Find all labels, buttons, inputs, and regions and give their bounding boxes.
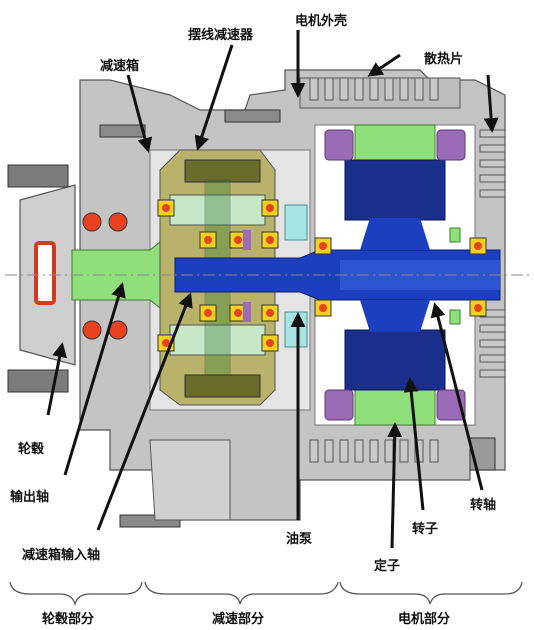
- label-cycloid-reducer: 摆线减速器: [188, 28, 254, 43]
- leader-lines: [46, 30, 499, 549]
- label-hub: 轮毂: [18, 442, 45, 457]
- section-brackets: [9, 581, 523, 607]
- label-output-shaft: 输出轴: [10, 490, 50, 505]
- label-heat-sink: 散热片: [424, 52, 464, 67]
- motor-rotor-stator: [314, 124, 487, 426]
- wheel-hub: [7, 164, 128, 393]
- heat-sink-fins-top: [309, 77, 439, 101]
- section-hub-part: 轮毂部分: [42, 612, 95, 627]
- label-reducer-box: 减速箱: [100, 59, 140, 74]
- section-motor-part: 电机部分: [398, 612, 451, 627]
- section-reducer-part: 减速部分: [212, 612, 265, 627]
- heat-sink-fins-right: [479, 129, 506, 378]
- label-stator: 定子: [374, 559, 401, 574]
- heat-sink-fins-bottom: [309, 439, 439, 463]
- label-reducer-input-shaft: 减速箱输入轴: [22, 548, 101, 563]
- label-motor-housing: 电机外壳: [295, 14, 348, 29]
- label-rotor-shaft: 转轴: [470, 498, 497, 513]
- label-oil-pump: 油泵: [286, 532, 313, 547]
- label-rotor: 转子: [412, 522, 439, 537]
